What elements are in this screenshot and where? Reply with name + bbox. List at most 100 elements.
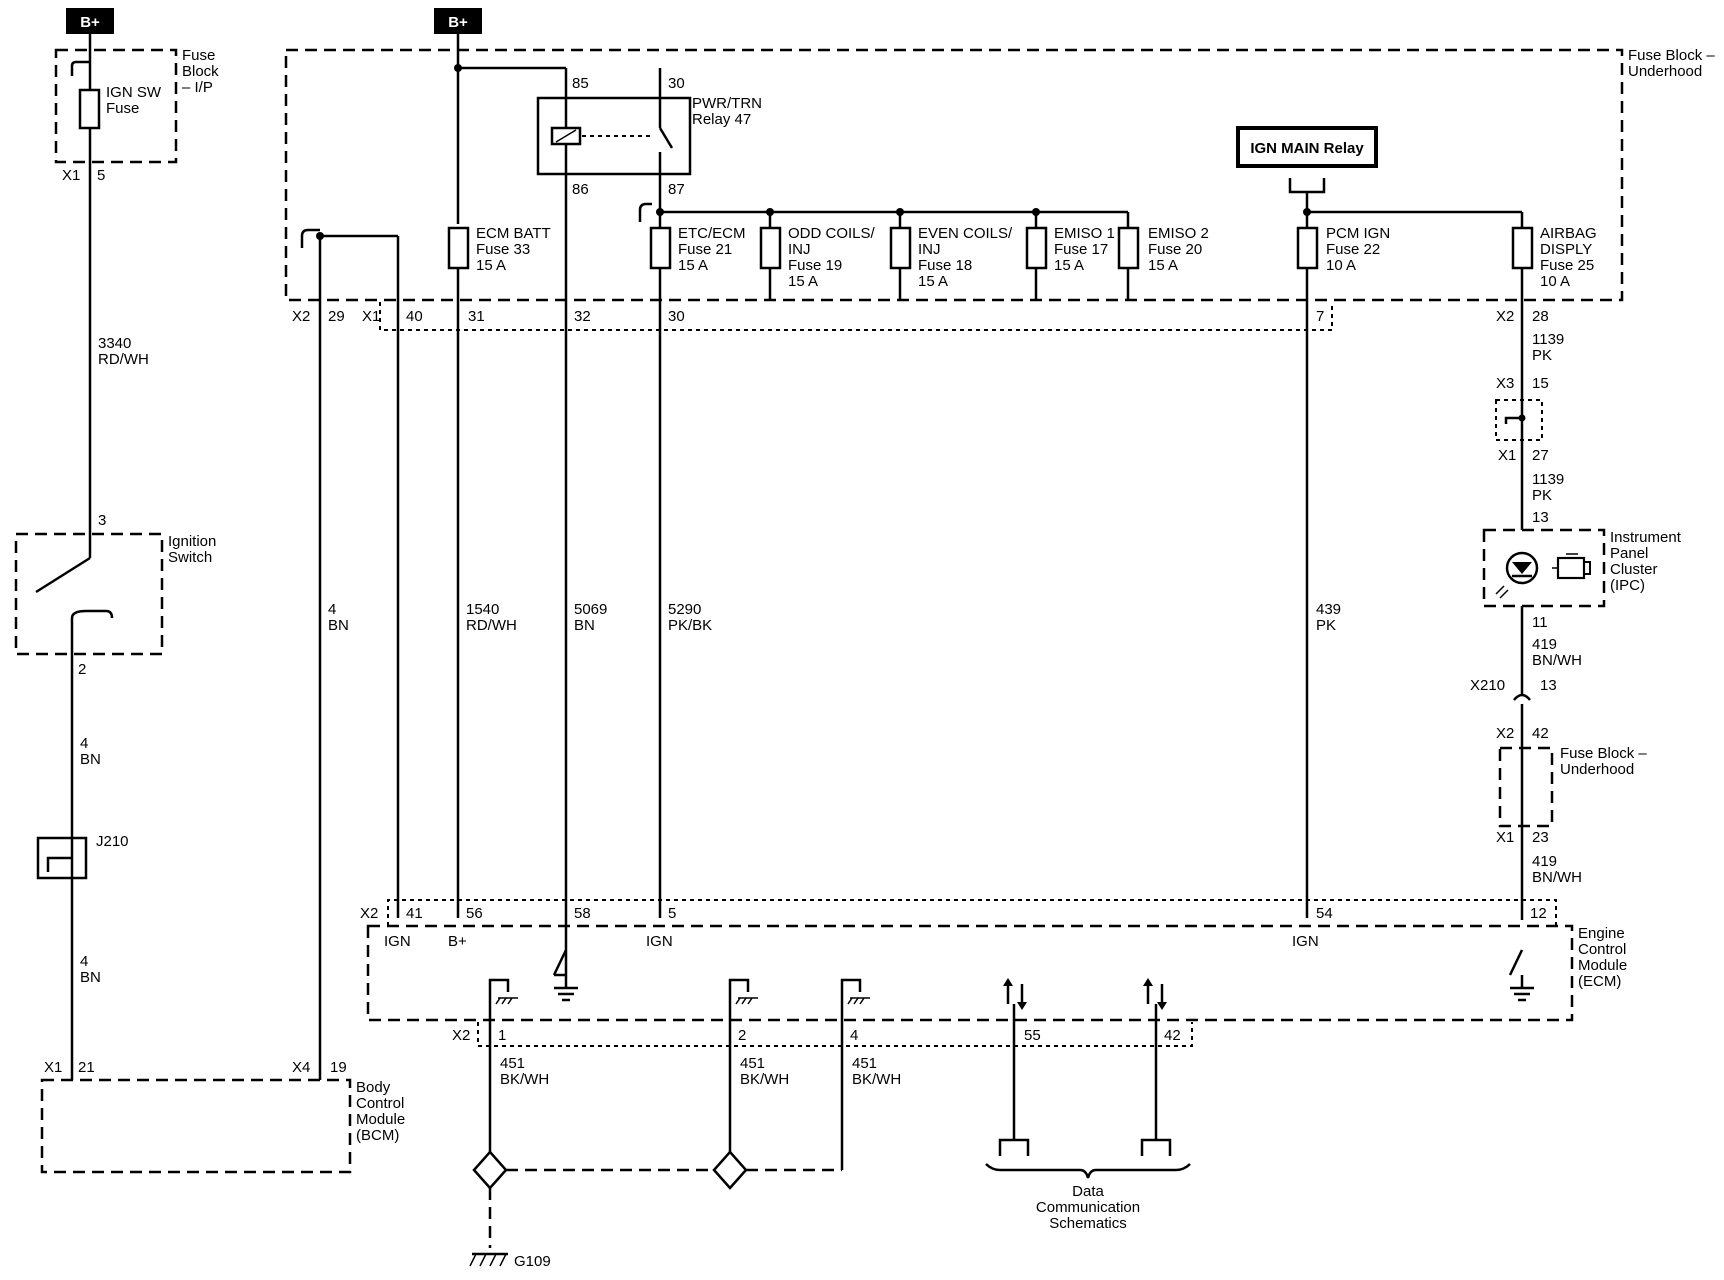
svg-text:30: 30: [668, 308, 685, 325]
svg-text:Fuse: Fuse: [182, 47, 215, 64]
wire-4b-color: BN: [80, 969, 101, 986]
data-arrows-icon: [1143, 978, 1167, 1040]
svg-text:15 A: 15 A: [918, 273, 948, 290]
svg-text:X2: X2: [360, 905, 378, 922]
fuse-block-ip: IGN SW Fuse Fuse Block – I/P X1 5: [54, 34, 219, 184]
fuse-icon: [1296, 226, 1319, 270]
svg-text:X2: X2: [1496, 725, 1514, 742]
svg-text:(ECM): (ECM): [1578, 973, 1621, 990]
svg-text:X2: X2: [1496, 308, 1514, 325]
right-branch: 1139 PK X3 15 X1 27 1139 PK 13 Instrumen…: [1470, 331, 1682, 920]
body-control-module: X1 21 X4 19 Body Control Module (BCM): [40, 1059, 405, 1174]
svg-text:ETC/ECM: ETC/ECM: [678, 225, 746, 242]
fuse-ecm-batt: ECM BATT Fuse 33 15 A: [447, 225, 551, 300]
svg-text:32: 32: [574, 308, 591, 325]
chassis-ground-icon: [728, 978, 758, 1040]
wire-439-color: PK: [1316, 617, 1336, 634]
svg-text:DISPLY: DISPLY: [1540, 241, 1592, 258]
svg-text:451: 451: [852, 1055, 877, 1072]
svg-text:23: 23: [1532, 829, 1549, 846]
svg-text:Fuse Block –: Fuse Block –: [1628, 47, 1715, 64]
fuse-pcm-ign: PCM IGN Fuse 22 10 A: [1296, 212, 1390, 274]
svg-text:X2: X2: [452, 1027, 470, 1044]
svg-text:Communication: Communication: [1036, 1199, 1140, 1216]
svg-text:58: 58: [574, 905, 591, 922]
svg-text:28: 28: [1532, 308, 1549, 325]
wire-5290-circuit: 5290: [668, 601, 701, 618]
svg-text:451: 451: [500, 1055, 525, 1072]
wire-5069-circuit: 5069: [574, 601, 607, 618]
svg-text:IGN SW: IGN SW: [106, 84, 162, 101]
wire-1540-color: RD/WH: [466, 617, 517, 634]
svg-text:15 A: 15 A: [1054, 257, 1084, 274]
svg-text:27: 27: [1532, 447, 1549, 464]
wire-5069-color: BN: [574, 617, 595, 634]
svg-text:Underhood: Underhood: [1560, 761, 1634, 778]
ipc-box: [1482, 528, 1606, 608]
wire-1540-circuit: 1540: [466, 601, 499, 618]
fuse-icon: [649, 226, 672, 270]
svg-text:2: 2: [78, 661, 86, 678]
pwr-trn-relay: 85 30 86 87 PWR/TRN Relay 47: [536, 68, 762, 198]
svg-text:Panel: Panel: [1610, 545, 1648, 562]
svg-text:13: 13: [1532, 509, 1549, 526]
svg-text:IGN: IGN: [384, 933, 411, 950]
fuse-block-underhood-small: [1498, 746, 1554, 828]
fuse-icon: [1511, 226, 1534, 270]
svg-text:EMISO 2: EMISO 2: [1148, 225, 1209, 242]
svg-text:41: 41: [406, 905, 423, 922]
svg-text:X4: X4: [292, 1059, 310, 1076]
svg-text:40: 40: [406, 308, 423, 325]
svg-text:12: 12: [1530, 905, 1547, 922]
wire-4a-color: BN: [80, 751, 101, 768]
fuse-icon: [759, 226, 782, 270]
fuse-etc-ecm: ETC/ECM Fuse 21 15 A: [649, 212, 746, 300]
svg-text:86: 86: [572, 181, 589, 198]
svg-text:X1: X1: [44, 1059, 62, 1076]
svg-text:1139: 1139: [1532, 331, 1564, 348]
svg-text:85: 85: [572, 75, 589, 92]
svg-text:451: 451: [740, 1055, 765, 1072]
svg-text:11: 11: [1532, 614, 1548, 631]
svg-text:Fuse 19: Fuse 19: [788, 257, 842, 274]
wire-3340-color: RD/WH: [98, 351, 149, 368]
ground-icon: [554, 975, 578, 1002]
ign-sw-fuse-icon: [78, 88, 101, 130]
svg-text:– I/P: – I/P: [182, 79, 213, 96]
svg-text:87: 87: [668, 181, 685, 198]
svg-text:Fuse 25: Fuse 25: [1540, 257, 1594, 274]
svg-text:Fuse Block –: Fuse Block –: [1560, 745, 1647, 762]
svg-text:Fuse 21: Fuse 21: [678, 241, 732, 258]
svg-text:X3: X3: [1496, 375, 1514, 392]
ignition-switch: 3 Ignition Switch 2: [14, 512, 216, 678]
svg-text:4: 4: [850, 1027, 858, 1044]
svg-text:IGN MAIN Relay: IGN MAIN Relay: [1250, 140, 1364, 157]
fuse-icon: [889, 226, 912, 270]
svg-text:X1: X1: [62, 167, 80, 184]
svg-text:PWR/TRN: PWR/TRN: [692, 95, 762, 112]
fuse-odd-coils: ODD COILS/ INJ Fuse 19 15 A: [759, 212, 876, 300]
svg-text:7: 7: [1316, 308, 1324, 325]
svg-text:55: 55: [1024, 1027, 1041, 1044]
svg-text:1: 1: [498, 1027, 506, 1044]
svg-text:42: 42: [1164, 1027, 1181, 1044]
svg-text:3: 3: [98, 512, 106, 529]
svg-text:1139: 1139: [1532, 471, 1564, 488]
svg-text:AIRBAG: AIRBAG: [1540, 225, 1597, 242]
svg-text:2: 2: [738, 1027, 746, 1044]
svg-text:13: 13: [1540, 677, 1557, 694]
svg-text:EVEN COILS/: EVEN COILS/: [918, 225, 1013, 242]
svg-text:419: 419: [1532, 636, 1557, 653]
ign-main-relay: IGN MAIN Relay: [1236, 126, 1378, 212]
svg-text:15 A: 15 A: [788, 273, 818, 290]
svg-text:X210: X210: [1470, 677, 1505, 694]
svg-text:31: 31: [468, 308, 485, 325]
svg-text:Module: Module: [356, 1111, 405, 1128]
chassis-ground-icon: [840, 978, 870, 1040]
svg-text:Instrument: Instrument: [1610, 529, 1682, 546]
svg-text:Fuse 17: Fuse 17: [1054, 241, 1108, 258]
svg-text:X1: X1: [362, 308, 380, 325]
svg-text:Fuse 20: Fuse 20: [1148, 241, 1202, 258]
splice-diamond-1: [472, 1150, 508, 1190]
